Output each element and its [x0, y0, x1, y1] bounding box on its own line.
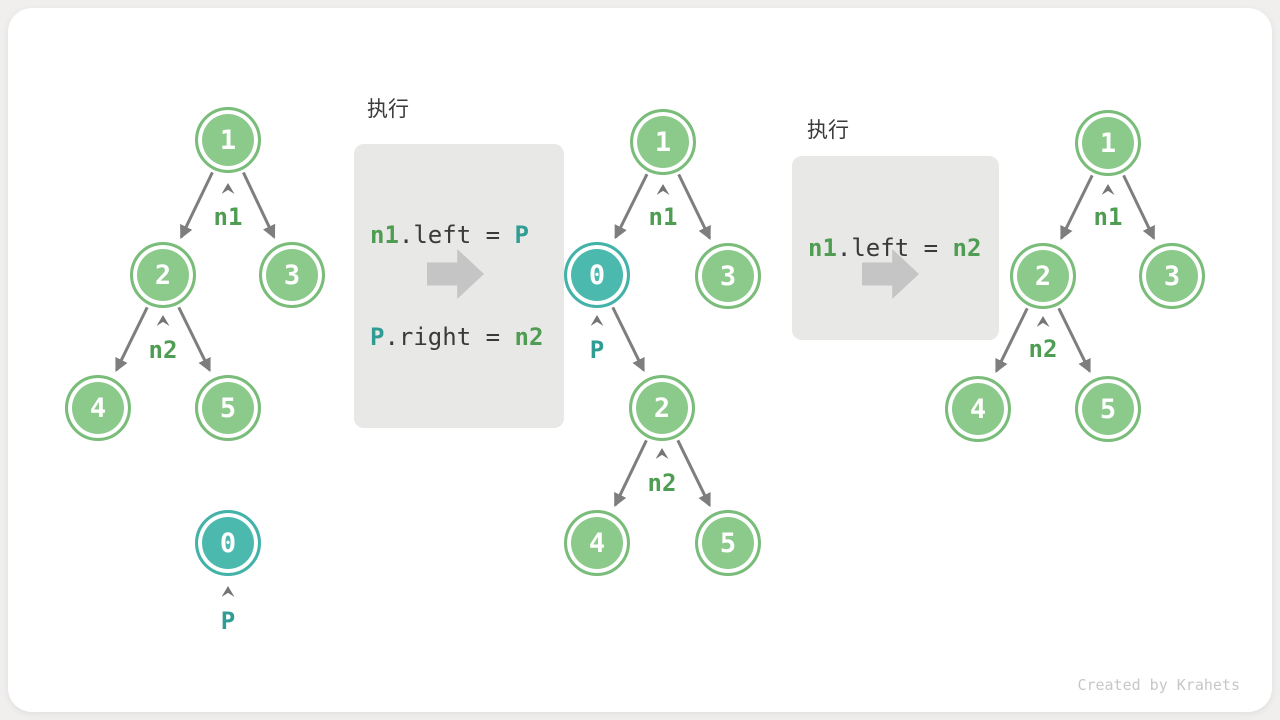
tree1-node-2: 2: [130, 242, 196, 308]
token-p: P: [514, 221, 529, 249]
tree1-n2-label: n2: [148, 336, 178, 364]
tree2-n1-caret-icon: [656, 184, 670, 195]
exec2-codebox: n1.left = n2: [792, 156, 999, 340]
tree3-n2-caret-icon: [1036, 316, 1050, 327]
token-member: .left =: [398, 221, 515, 249]
tree3-n1-label: n1: [1093, 203, 1123, 231]
tree2-node-0: 0: [564, 242, 630, 308]
tree1-node-3: 3: [259, 242, 325, 308]
tree3-node-4: 4: [945, 376, 1011, 442]
tree3-n1-caret-icon: [1101, 184, 1115, 195]
tree2-node-1: 1: [630, 109, 696, 175]
tree2-node-3: 3: [695, 243, 761, 309]
exec2-title: 执行: [807, 119, 849, 142]
tree1-node-4: 4: [65, 375, 131, 441]
tree1-n1-label: n1: [213, 203, 243, 231]
token-p: P: [370, 323, 385, 351]
token-n1: n1: [808, 234, 837, 262]
tree1-node-0-detached: 0: [195, 510, 261, 576]
tree1-node-5: 5: [195, 375, 261, 441]
card-background: [8, 8, 1272, 712]
tree3-node-2: 2: [1010, 243, 1076, 309]
tree2-node-5: 5: [695, 510, 761, 576]
tree3-node-1: 1: [1075, 110, 1141, 176]
tree1-node-1: 1: [195, 107, 261, 173]
tree1-n1-caret-icon: [221, 183, 235, 194]
tree2-n2-caret-icon: [655, 448, 669, 459]
token-n2: n2: [952, 234, 982, 262]
tree2-p-caret-icon: [590, 315, 604, 326]
tree2-node-2: 2: [629, 375, 695, 441]
exec1-code-line-1: n1.left = P: [370, 218, 548, 252]
watermark-credit: Created by Krahets: [1077, 676, 1240, 694]
tree1-n2-caret-icon: [156, 315, 170, 326]
tree3-node-3: 3: [1139, 243, 1205, 309]
tree2-p-label: P: [589, 336, 605, 364]
token-member: .right =: [384, 323, 515, 351]
tree2-n2-label: n2: [647, 469, 677, 497]
tree3-n2-label: n2: [1028, 335, 1058, 363]
tree3-node-5: 5: [1075, 376, 1141, 442]
tree1-p-label: P: [220, 607, 236, 635]
token-n2: n2: [514, 323, 544, 351]
token-n1: n1: [370, 221, 399, 249]
exec1-title: 执行: [367, 98, 409, 121]
tree2-node-4: 4: [564, 510, 630, 576]
tree2-n1-label: n1: [648, 203, 678, 231]
tree1-p-caret-icon: [221, 586, 235, 597]
exec1-code-line-2: P.right = n2: [370, 320, 548, 354]
exec2-code-line-1: n1.left = n2: [808, 231, 983, 265]
